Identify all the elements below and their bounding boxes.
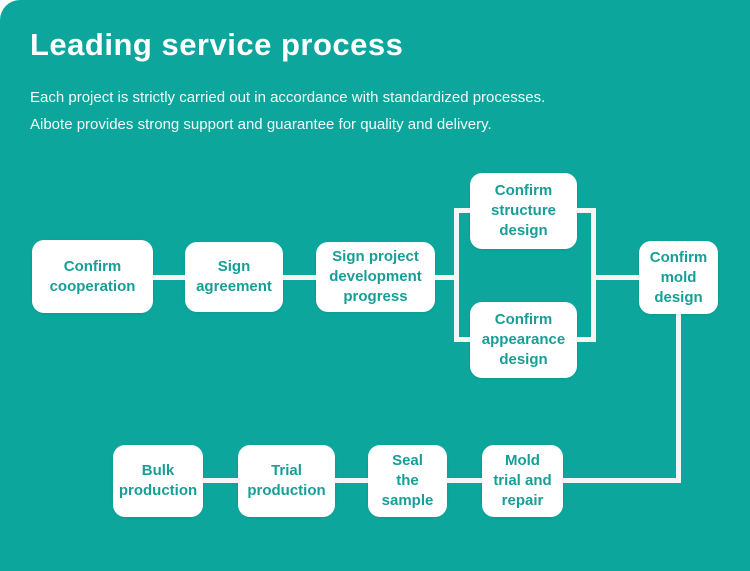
page-subtitle: Each project is strictly carried out in … (30, 84, 545, 138)
node-trial-production: Trial production (238, 445, 335, 517)
connector (335, 478, 368, 483)
node-confirm-structure-design: Confirm structure design (470, 173, 577, 249)
node-seal-the-sample: Seal the sample (368, 445, 447, 517)
connector (577, 208, 596, 213)
connector (577, 337, 596, 342)
node-bulk-production: Bulk production (113, 445, 203, 517)
node-sign-project-development-progress: Sign project development progress (316, 242, 435, 312)
connector (591, 275, 639, 280)
subtitle-line-2: Aibote provides strong support and guara… (30, 116, 492, 133)
connector (454, 208, 470, 213)
connector (153, 275, 185, 280)
connector-down (676, 314, 681, 483)
connector (203, 478, 238, 483)
connector-elbow (563, 478, 681, 483)
connector-branch-split (454, 208, 459, 342)
node-sign-agreement: Sign agreement (185, 242, 283, 312)
node-confirm-mold-design: Confirm mold design (639, 241, 718, 314)
node-confirm-appearance-design: Confirm appearance design (470, 302, 577, 378)
subtitle-line-1: Each project is strictly carried out in … (30, 89, 546, 106)
connector (283, 275, 316, 280)
connector (454, 337, 470, 342)
node-confirm-cooperation: Confirm cooperation (32, 240, 153, 313)
page-title: Leading service process (30, 27, 404, 62)
connector (447, 478, 482, 483)
connector (435, 275, 458, 280)
node-mold-trial-and-repair: Mold trial and repair (482, 445, 563, 517)
